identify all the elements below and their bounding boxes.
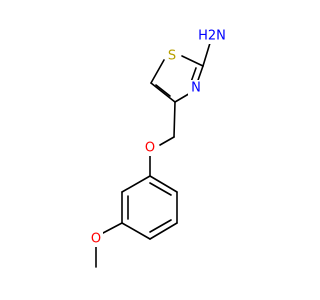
bond-C5-S xyxy=(150,59,165,84)
ring-nitrogen-text: N xyxy=(191,81,201,96)
bond-C2-NH2 xyxy=(202,42,211,67)
molecule-structure: H2N S N O O xyxy=(89,28,228,268)
bond-S-C2 xyxy=(181,55,204,67)
methoxy-oxygen-text: O xyxy=(91,232,101,247)
bond-ar3-ar4 xyxy=(121,222,151,240)
bond-C2-N3-inner xyxy=(190,67,197,83)
bond-C4-C5 xyxy=(150,82,176,103)
bond-C4-CH2 xyxy=(173,101,176,138)
sulfur-label: S xyxy=(165,48,179,64)
bond-ar4-ar5 xyxy=(149,222,178,240)
ring-nitrogen-label: N xyxy=(188,80,204,96)
bond-ar4-ar5-inner xyxy=(149,219,172,233)
bond-ar6-ar1-inner xyxy=(149,182,172,196)
bond-C4-C5-inner xyxy=(155,84,171,97)
amine-text: H2N xyxy=(198,29,226,44)
atom-labels: H2N S N O O xyxy=(89,28,228,247)
bond-CH2-O xyxy=(159,136,175,146)
sulfur-text: S xyxy=(168,49,176,64)
bonds xyxy=(95,42,211,268)
bond-ar3-O xyxy=(102,222,123,234)
bond-ar1-ar2 xyxy=(121,175,151,193)
ether-oxygen-label: O xyxy=(143,140,157,156)
amine-label: H2N xyxy=(194,28,228,44)
bond-ar6-ar1 xyxy=(149,175,178,193)
methoxy-oxygen-label: O xyxy=(89,231,103,247)
ether-oxygen-text: O xyxy=(145,141,155,156)
